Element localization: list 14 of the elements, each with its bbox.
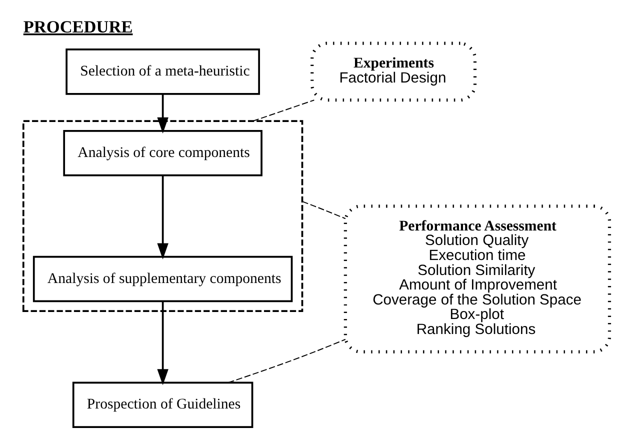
connector xyxy=(228,338,346,383)
connector xyxy=(302,200,346,219)
arrow xyxy=(157,301,168,385)
node-box: Selection of a meta-heuristic xyxy=(66,48,260,94)
node-box: Prospection of Guidelines xyxy=(72,381,254,428)
arrow xyxy=(157,175,168,259)
diagram-title: PROCEDURE xyxy=(23,16,133,36)
cluster xyxy=(22,120,304,312)
node-box: Performance Assessment Solution Quality Execution time Solution Similarity Amount of Improvement Coverage of the Solution Space Box-plot Ranking Solutions xyxy=(344,204,612,353)
node-box: Analysis of core components xyxy=(63,130,262,176)
arrow xyxy=(157,94,168,133)
node-box: Experiments Factorial Design xyxy=(310,41,477,102)
node-box: Analysis of supplementary components xyxy=(32,255,293,302)
connector xyxy=(252,99,315,122)
